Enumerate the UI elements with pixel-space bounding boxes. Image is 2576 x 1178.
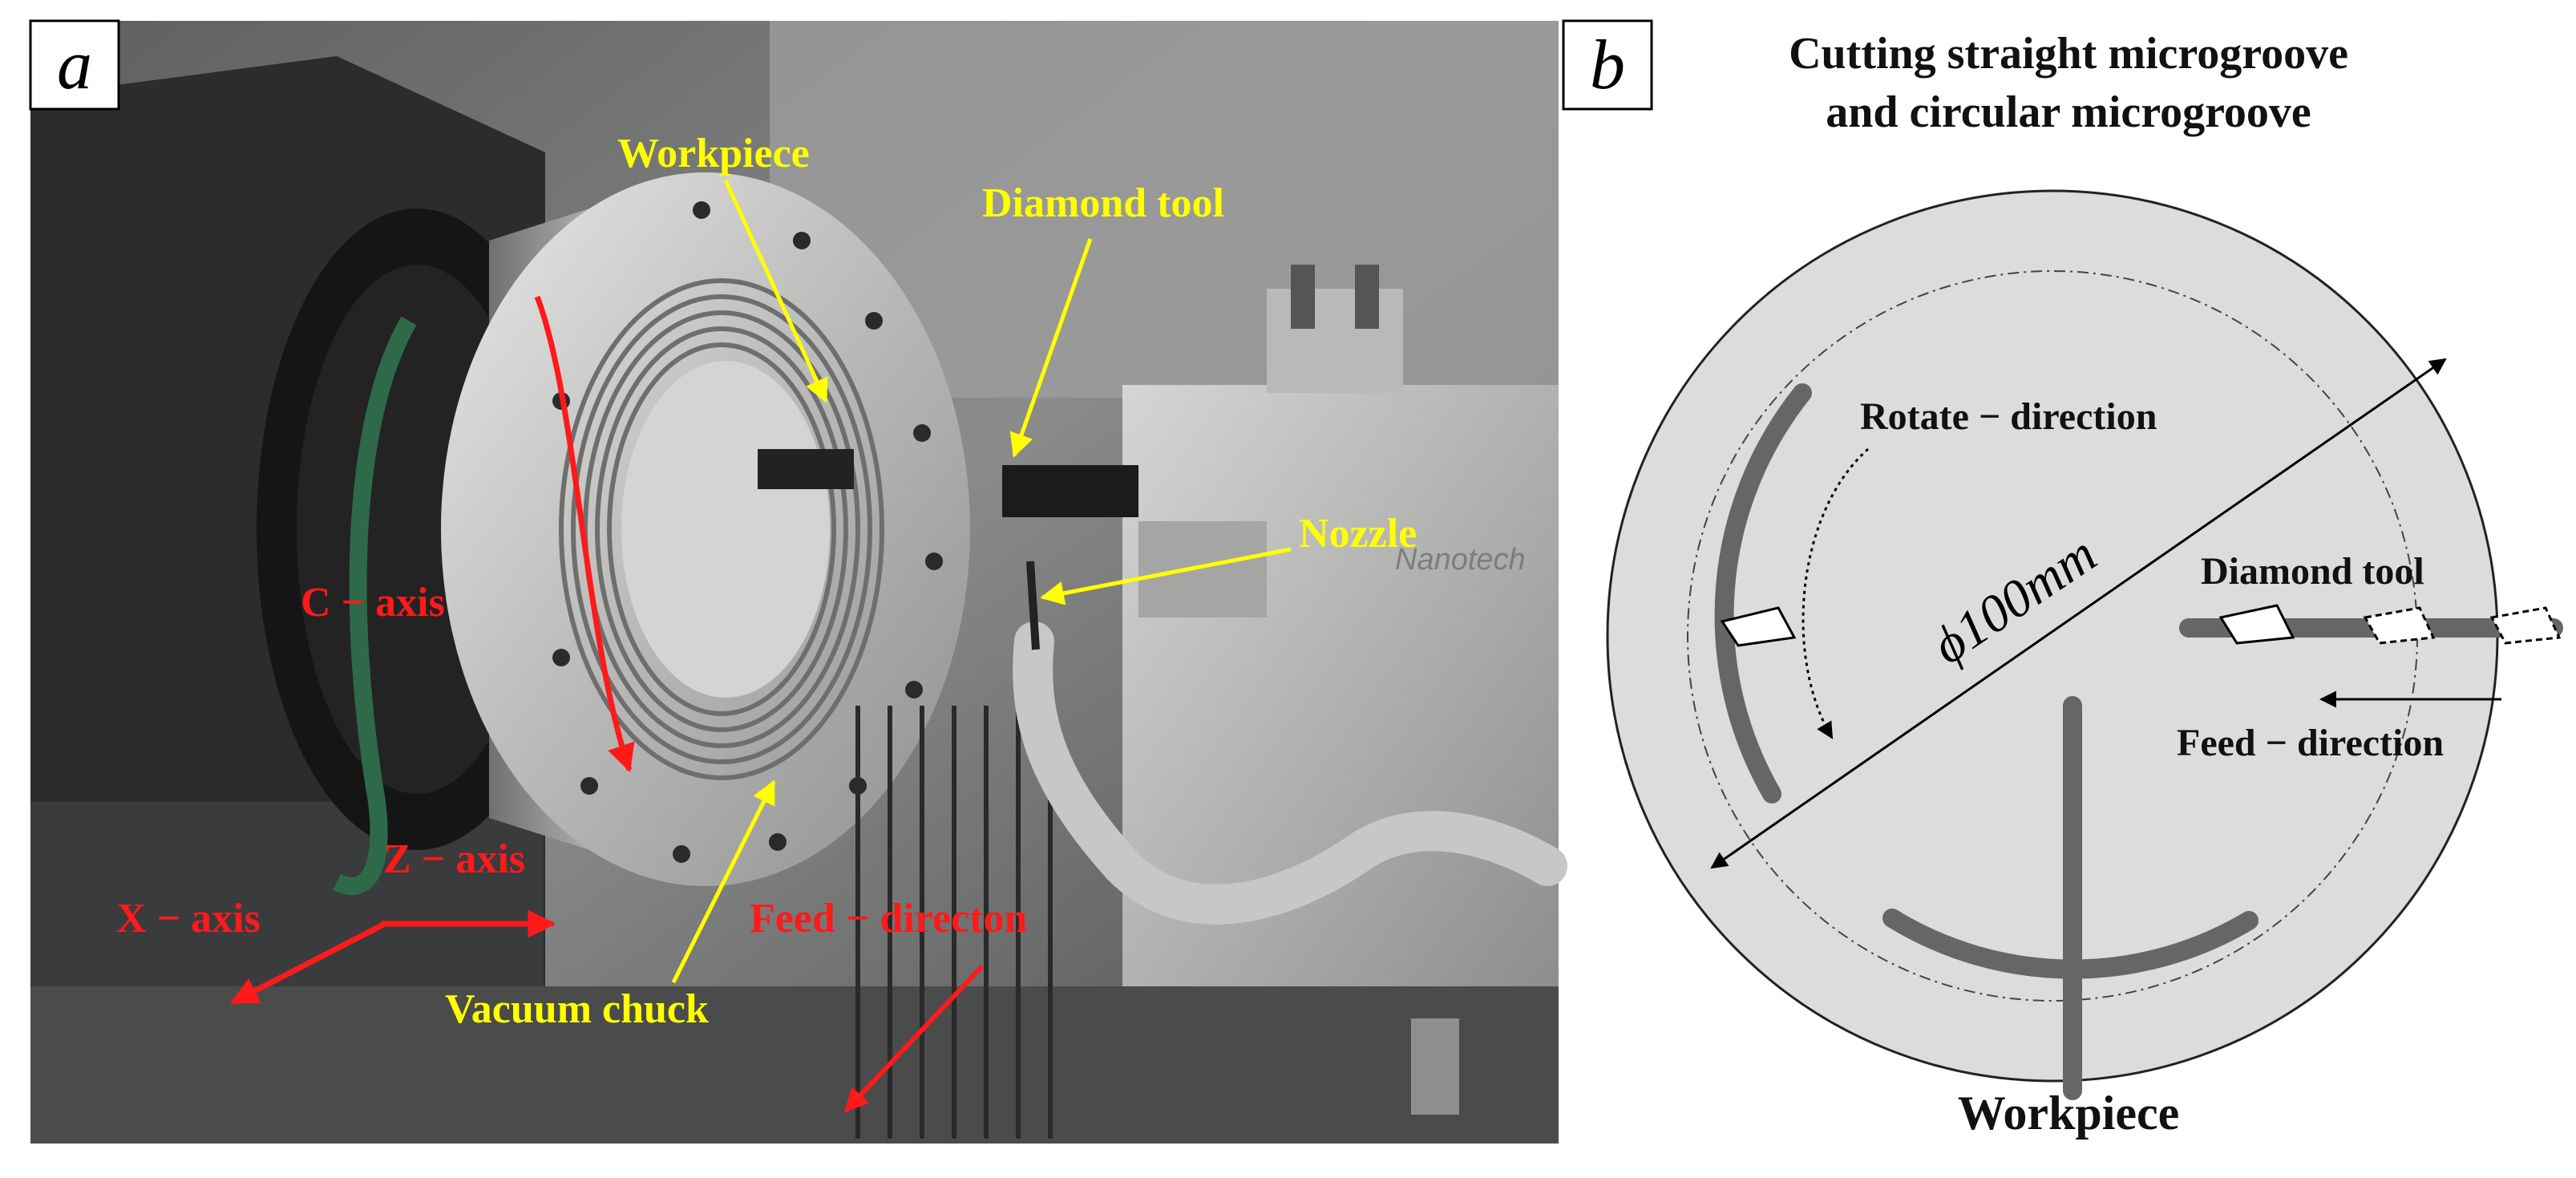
schematic-title-line1: Cutting straight microgroove <box>1789 29 2348 79</box>
arrow-feed-direction <box>843 964 985 1113</box>
label-c-axis: C − axis <box>301 580 445 625</box>
rotate-direction-label: Rotate − direction <box>1860 395 2157 438</box>
panel-b-letter: b <box>1590 26 1625 104</box>
workpiece-label: Workpiece <box>1958 1087 2180 1140</box>
diameter-arrow <box>1710 358 2447 869</box>
label-feed-direction: Feed − directon <box>750 896 1027 941</box>
label-workpiece: Workpiece <box>617 131 810 176</box>
schematic-title-line2: and circular microgroove <box>1826 87 2311 137</box>
diamond-tool-label: Diamond tool <box>2201 550 2424 593</box>
arrow-workpiece <box>723 179 828 403</box>
diamond-tool-ghost-2 <box>2489 606 2562 645</box>
label-z-axis: Z − axis <box>383 836 525 882</box>
label-vacuum-chuck: Vacuum chuck <box>445 986 709 1032</box>
feed-direction-label: Feed − direction <box>2177 722 2444 764</box>
arrow-diamond-tool <box>1009 238 1093 458</box>
arrow-nozzle <box>1040 547 1292 605</box>
arrow-c-axis <box>534 295 635 773</box>
arrow-vacuum-chuck <box>671 779 776 984</box>
label-nozzle: Nozzle <box>1299 511 1417 557</box>
panel-a-label: a <box>29 19 120 111</box>
label-diamond-tool: Diamond tool <box>982 180 1224 226</box>
red-annotations: C − axis Z − axis X − axis Feed − direct… <box>116 295 1027 1113</box>
arrow-x-axis <box>229 921 386 1006</box>
brand-text: Nanotech <box>1395 543 1526 577</box>
panel-a-photo: Nanotech <box>30 21 1567 1144</box>
panel-a-letter: a <box>57 26 92 104</box>
yellow-annotations: Workpiece Diamond tool Nozzle Vacuum chu… <box>445 131 1417 1032</box>
label-x-axis: X − axis <box>116 896 261 941</box>
panel-b-label: b <box>1562 19 1653 111</box>
